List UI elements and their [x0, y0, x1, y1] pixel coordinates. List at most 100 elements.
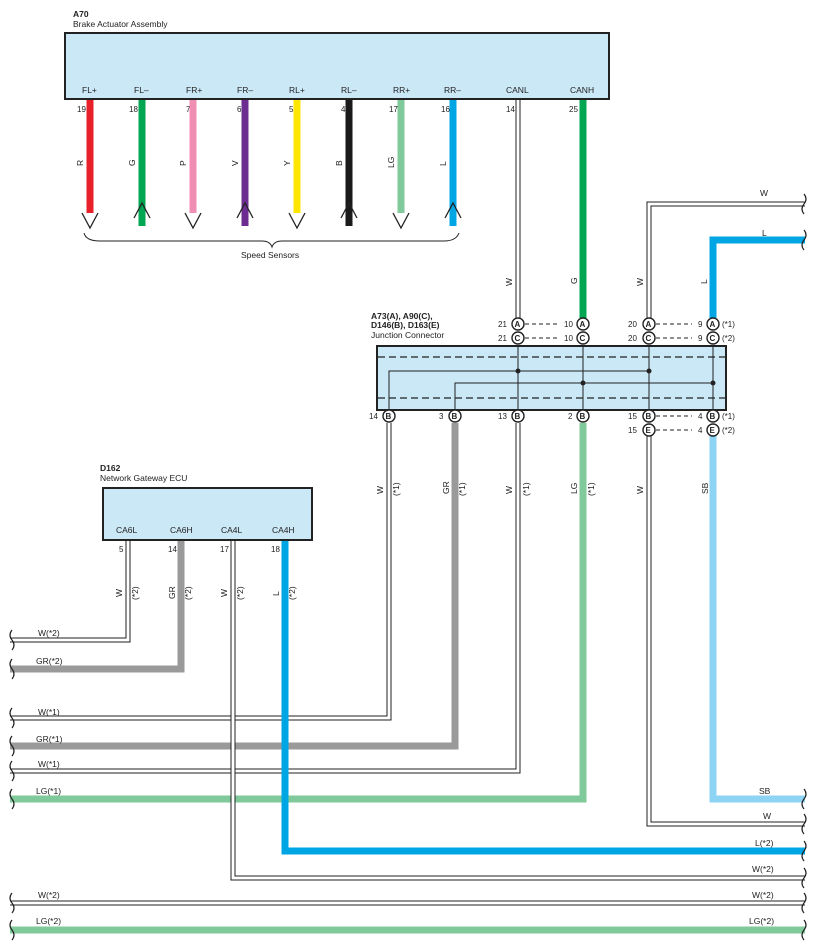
- pin-num: 20: [628, 334, 637, 343]
- pin-num: 5: [119, 545, 124, 554]
- wire-label: L(*2): [755, 838, 774, 848]
- pin-num: 5: [289, 105, 294, 114]
- pin-num: 14: [506, 105, 515, 114]
- speed-sensors-label: Speed Sensors: [241, 250, 299, 260]
- wire-color: W: [114, 589, 124, 597]
- l-top-label: L: [762, 228, 767, 238]
- pin-letter: B: [452, 412, 458, 421]
- arrow-down-icon: [288, 212, 306, 230]
- pin-fl-plus-label: FL+: [82, 85, 97, 95]
- pin-letter: C: [515, 334, 521, 343]
- pin-letter: B: [710, 412, 716, 421]
- pin-num: 7: [186, 105, 191, 114]
- pin-fr-minus-label: FR–: [237, 85, 253, 95]
- pin-ca6h-label: CA6H: [170, 525, 193, 535]
- ca4l-w-wire: [230, 541, 805, 881]
- pin-canl-label: CANL: [506, 85, 529, 95]
- pin-letter: B: [580, 412, 586, 421]
- pin-num: 19: [77, 105, 86, 114]
- pin-num: 10: [564, 334, 573, 343]
- wire-label: LG(*2): [749, 916, 774, 926]
- ca6h-gr-wire: [10, 541, 185, 673]
- wire-color-p: P: [178, 160, 188, 166]
- d162-name: Network Gateway ECU: [100, 473, 187, 483]
- pin-letter: B: [515, 412, 521, 421]
- pin-rl-minus-label: RL–: [341, 85, 357, 95]
- junction-dots: [515, 368, 716, 386]
- wire-color: L: [271, 591, 281, 596]
- wire-note: (*1): [586, 482, 596, 496]
- junction-top-pins: 21 21 A C 10 10 A C 20 20 A C 9 9 A C (*…: [498, 317, 735, 345]
- wire-color-b: B: [334, 160, 344, 166]
- pin-num: 25: [569, 105, 578, 114]
- pin-letter: E: [710, 426, 716, 435]
- wire-color-r: R: [75, 160, 85, 166]
- arrow-up-icon: [340, 201, 358, 219]
- pin-letter: B: [386, 412, 392, 421]
- speed-sensors-brace: [83, 232, 460, 249]
- wire-color-g: G: [127, 159, 137, 166]
- arrow-up-icon: [133, 201, 151, 219]
- jb4-sb-wire: [709, 436, 805, 803]
- pin-ca4l-label: CA4L: [221, 525, 243, 535]
- pin-note: (*1): [722, 412, 735, 421]
- wire-break-marks: [9, 193, 807, 941]
- j20-wire-color: W: [635, 278, 645, 286]
- wire-color: W: [504, 486, 514, 494]
- pin-letter: C: [710, 334, 716, 343]
- arrow-up-icon: [444, 201, 462, 219]
- pin-num: 21: [498, 320, 507, 329]
- pin-letter: C: [646, 334, 652, 343]
- pin-letter: C: [580, 334, 586, 343]
- sensor-arrows: [81, 201, 462, 230]
- wire-label: W(*1): [38, 707, 60, 717]
- jb15-w-wire: [646, 436, 805, 827]
- pin-letter: E: [646, 426, 652, 435]
- arrow-down-icon: [81, 212, 99, 230]
- pin-num: 14: [369, 412, 378, 421]
- pin-num: 21: [498, 334, 507, 343]
- wire-note: (*1): [391, 482, 401, 496]
- pin-num: 17: [220, 545, 229, 554]
- wire-color: W: [219, 589, 229, 597]
- a70-box: [64, 32, 610, 100]
- wire-label: SB: [759, 786, 771, 796]
- pin-fr-plus-label: FR+: [186, 85, 202, 95]
- pin-rl-plus-label: RL+: [289, 85, 305, 95]
- a70-pin-numbers: 19 18 7 6 5 4 17 16 14 25: [77, 105, 578, 114]
- canh-wire-color: G: [569, 277, 579, 284]
- pin-letter: A: [515, 320, 521, 329]
- pin-rr-minus-label: RR–: [444, 85, 461, 95]
- wire-label: W(*2): [752, 890, 774, 900]
- pin-num: 9: [698, 334, 703, 343]
- pin-ca6l-label: CA6L: [116, 525, 138, 535]
- pin-letter: A: [710, 320, 716, 329]
- junction-bottom-pins: 14 B 3 B 13 B 2 B 15 B 15 E 4 4 B E (*1)…: [369, 409, 735, 437]
- pin-fl-minus-label: FL–: [134, 85, 149, 95]
- a70-code: A70: [73, 9, 89, 19]
- wire-note: (*2): [183, 586, 193, 600]
- pin-ca4h-label: CA4H: [272, 525, 295, 535]
- w-top-label: W: [760, 188, 768, 198]
- pin-num: 15: [628, 426, 637, 435]
- ca4h-l-wire: [281, 541, 805, 855]
- arrow-down-icon: [392, 212, 410, 230]
- pin-num: 16: [441, 105, 450, 114]
- wire-label: GR(*2): [36, 656, 63, 666]
- pin-num: 18: [271, 545, 280, 554]
- wire-color: LG: [569, 483, 579, 494]
- d162-code: D162: [100, 463, 121, 473]
- junction-bottom-wire-labels: W (*1) GR (*1) W (*1) LG (*1) W SB: [375, 481, 710, 496]
- junction-code-1: A73(A), A90(C),: [371, 311, 433, 321]
- wire-color: GR: [167, 586, 177, 599]
- pin-num: 3: [439, 412, 444, 421]
- wire-label: GR(*1): [36, 734, 63, 744]
- right-wire-labels: SB W L(*2) W(*2) W(*2) LG(*2): [749, 786, 774, 926]
- jb3-gr-wire: [10, 423, 459, 750]
- d162-pin-labels: CA6L CA6H CA4L CA4H 5 14 17 18: [116, 525, 295, 554]
- wire-label: W(*2): [752, 864, 774, 874]
- d162-box: [102, 487, 313, 541]
- junction-code-2: D146(B), D163(E): [371, 320, 440, 330]
- a70-pin-labels: FL+ FL– FR+ FR– RL+ RL– RR+ RR– CANL CAN…: [82, 85, 594, 95]
